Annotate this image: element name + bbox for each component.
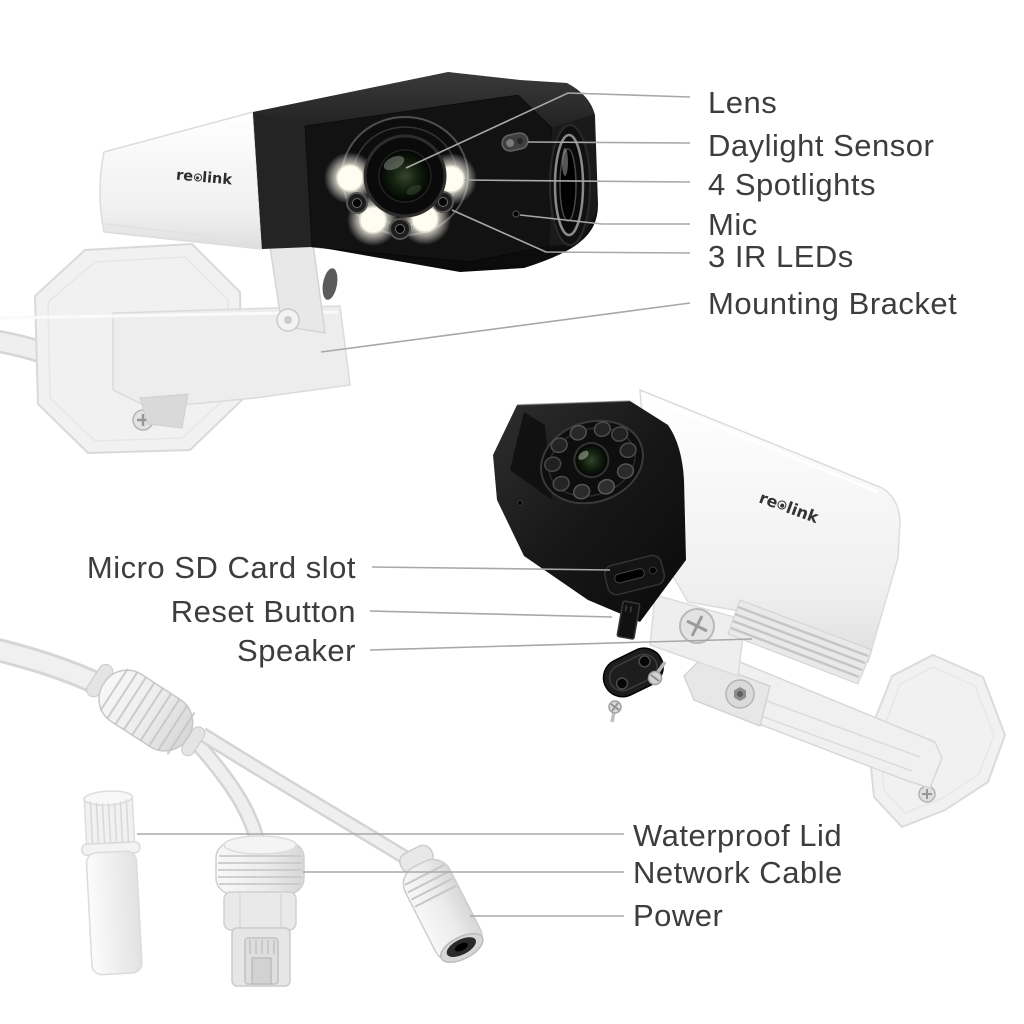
network-connector [215,835,305,987]
logo-o-icon [193,173,202,183]
camera-body [99,111,263,250]
reset-button-hole [648,566,657,575]
speaker-grille [727,599,873,685]
waterproof-sd-lid [602,647,664,698]
daylight-sensor [501,132,529,152]
sd-card [616,600,641,640]
loose-screw-1 [647,660,667,686]
wall-plate-2 [866,653,1007,829]
label-spotlights: 4 Spotlights [708,167,876,202]
mount-screw [679,608,715,644]
label-lens: Lens [708,85,778,120]
leader-line-spotlights [463,179,691,183]
leader-line-mounting-bracket [320,302,691,353]
loose-screw-2 [608,700,622,723]
cable-assembly-illustration [0,638,484,987]
leader-line-sd-slot [371,566,611,571]
leader-line-ir-leds [451,209,691,254]
lens [363,134,447,218]
camera-head-2 [493,400,686,622]
ir-led-ring [544,421,637,500]
branch-cables [190,727,420,871]
label-mounting-bracket: Mounting Bracket [708,286,958,321]
sd-slot-assembly [602,554,667,723]
waterproof-cap [81,790,143,976]
cable-ferrule [86,663,206,757]
leader-line-speaker [369,638,753,651]
leader-line-mic [519,214,690,225]
front-camera-illustration [0,72,598,455]
label-reset-button: Reset Button [170,594,356,629]
logo-text-suffix: link [201,169,233,189]
power-connector [399,844,484,964]
label-network-cable: Network Cable [633,855,843,890]
second-lens [549,124,591,246]
underside-camera-illustration [493,388,1007,829]
lens-2 [573,442,610,479]
label-daylight-sensor: Daylight Sensor [708,128,935,163]
leader-line-lens [405,92,691,169]
main-cable [0,638,104,695]
label-ir-leds: 3 IR LEDs [708,239,854,274]
label-power: Power [633,898,724,933]
label-mic: Mic [708,207,758,242]
logo-text-prefix: re [175,167,194,186]
sd-card-slot [603,554,666,596]
ir-leds [346,191,454,240]
arm-joint [683,659,771,728]
leader-line-reset-button [369,610,613,618]
label-speaker: Speaker [237,633,356,668]
leader-lines [137,92,753,917]
plate-screw-2 [918,785,936,803]
leader-line-daylight-sensor [527,141,691,144]
mounting-arm [0,213,351,429]
lens-face-2 [540,419,644,505]
label-waterproof-lid: Waterproof Lid [633,818,843,853]
lens-cluster [324,116,591,246]
mic-hole [512,210,520,218]
label-sd-card-slot: Micro SD Card slot [86,550,356,585]
camera-body-2 [639,388,901,685]
